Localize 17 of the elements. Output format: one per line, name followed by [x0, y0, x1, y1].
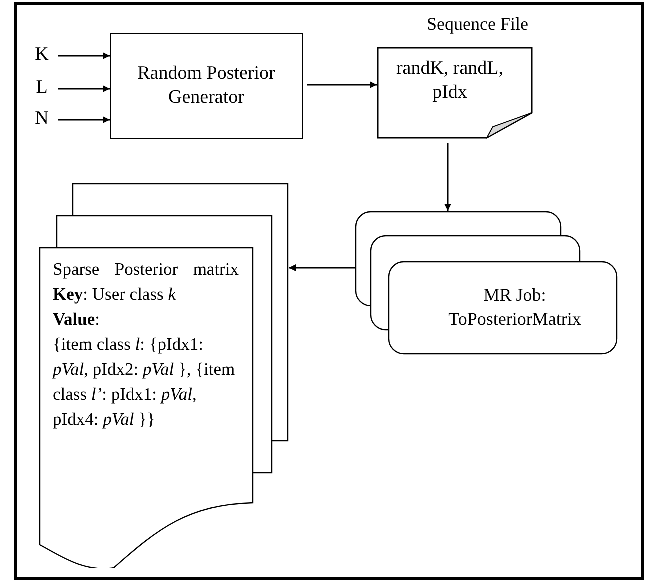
arrow — [58, 116, 110, 124]
arrow — [307, 82, 377, 88]
document-text: Sparse Posterior matrix — [53, 258, 239, 281]
file-heading: Sequence File — [427, 14, 528, 35]
box-text: Random Posterior Generator — [136, 62, 276, 110]
document-text: Value: — [53, 308, 102, 331]
input-label: K — [34, 44, 50, 66]
input-label: L — [35, 77, 49, 99]
document-text: randK, randL, pIdx — [395, 57, 505, 105]
card-text: MR Job: ToPosteriorMatrix — [448, 284, 582, 331]
document-text: Key: User class k — [53, 283, 178, 306]
document-text: {item class l: {pIdx1: pVal, pIdx2: pVal }, {item class l’: pIdx1: pVal, pIdx4: pVal }} — [53, 333, 236, 431]
arrow — [58, 52, 110, 60]
input-label: N — [34, 108, 50, 130]
arrow — [58, 86, 110, 92]
arrow — [444, 143, 452, 211]
arrow — [289, 264, 355, 272]
